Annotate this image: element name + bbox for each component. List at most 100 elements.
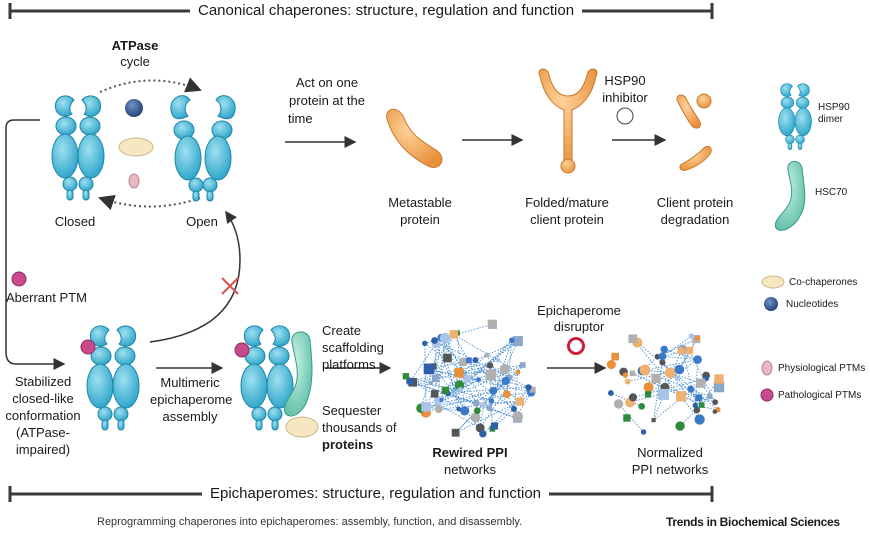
physiological-ptm-icon bbox=[128, 173, 140, 189]
closed-label: Closed bbox=[54, 214, 96, 229]
network-edge bbox=[409, 359, 499, 382]
create-line2: scaffolding bbox=[322, 340, 384, 355]
network-edge bbox=[436, 403, 481, 429]
inhibitor-line2: inhibitor bbox=[602, 90, 648, 105]
network-node bbox=[484, 352, 490, 358]
legend-cochaperones-label: Co-chaperones bbox=[789, 277, 858, 288]
network-node bbox=[525, 384, 532, 391]
normalized-line2: PPI networks bbox=[631, 462, 709, 477]
atpase-forward-arrow bbox=[99, 77, 202, 93]
network-node bbox=[515, 370, 521, 375]
pathological-ptm-epi bbox=[234, 342, 250, 358]
network-node bbox=[423, 363, 435, 375]
network-node bbox=[510, 405, 518, 412]
network-node bbox=[664, 367, 676, 379]
network-edge bbox=[679, 396, 711, 427]
act-on-one-label: Act on one protein at the time bbox=[282, 74, 372, 128]
network-node bbox=[428, 380, 433, 386]
network-node bbox=[465, 357, 472, 364]
network-edge bbox=[632, 338, 700, 420]
network-node bbox=[499, 363, 511, 375]
multimeric-label: Multimeric epichaperome assembly bbox=[150, 374, 233, 425]
act-line2: protein at the bbox=[289, 93, 365, 108]
stabilized-line1: Stabilized bbox=[14, 374, 72, 389]
network-node bbox=[486, 405, 493, 412]
network-node bbox=[714, 374, 724, 384]
network-node bbox=[434, 401, 439, 406]
network-node bbox=[496, 358, 501, 363]
network-node bbox=[434, 396, 441, 403]
network-node bbox=[693, 406, 701, 414]
hsp90-closed bbox=[51, 95, 105, 201]
network-edge bbox=[610, 392, 642, 407]
metastable-line2: protein bbox=[400, 212, 440, 227]
network-node bbox=[628, 334, 638, 344]
network-node bbox=[622, 372, 629, 378]
network-node bbox=[707, 393, 713, 400]
rewired-line1: Rewired PPI bbox=[432, 445, 508, 460]
network-node bbox=[463, 375, 472, 383]
network-node bbox=[658, 388, 670, 400]
network-edge bbox=[409, 381, 477, 404]
atpase-back-arrow bbox=[98, 194, 201, 211]
metastable-line1: Metastable bbox=[388, 195, 452, 210]
network-edge bbox=[435, 337, 442, 379]
stabilized-line2: closed-like bbox=[12, 391, 74, 406]
network-node bbox=[695, 394, 703, 402]
network-edge bbox=[468, 360, 521, 402]
multimeric-line2: epichaperome bbox=[150, 392, 233, 407]
header-canonical: Canonical chaperones: structure, regulat… bbox=[190, 2, 583, 19]
network-node bbox=[422, 340, 428, 347]
disruptor-line1: Epichaperome bbox=[537, 303, 621, 318]
rewired-label: Rewired PPI networks bbox=[420, 444, 520, 478]
legend-hsc70-icon bbox=[774, 161, 806, 231]
network-node bbox=[480, 401, 487, 408]
network-node bbox=[458, 357, 469, 367]
legend-nucleotides-label: Nucleotides bbox=[786, 299, 839, 310]
nucleotide-icon bbox=[125, 99, 143, 117]
stabilized-line3: conformation bbox=[5, 408, 81, 423]
feedback-line bbox=[5, 119, 66, 370]
hsp90-epichaperome bbox=[240, 325, 294, 431]
network-edge bbox=[453, 334, 480, 380]
legend-cochaperone-icon bbox=[761, 275, 785, 289]
network-edge bbox=[618, 403, 644, 433]
network-node bbox=[651, 373, 661, 384]
cochaperone-icon bbox=[118, 137, 154, 157]
network-node bbox=[676, 391, 687, 402]
legend-pathological-label: Pathological PTMs bbox=[778, 390, 862, 401]
network-node bbox=[660, 345, 668, 354]
network-edge bbox=[455, 377, 510, 434]
legend-pathological-ptm-icon bbox=[760, 388, 774, 402]
network-node bbox=[431, 337, 438, 344]
cochaperone-epi bbox=[285, 416, 319, 438]
network-node bbox=[713, 381, 725, 393]
network-edge bbox=[426, 406, 439, 410]
network-node bbox=[644, 391, 652, 398]
network-node bbox=[693, 355, 702, 364]
network-node bbox=[406, 377, 414, 386]
folded-label: Folded/mature client protein bbox=[512, 194, 622, 228]
multimeric-line1: Multimeric bbox=[160, 375, 220, 390]
network-node bbox=[687, 385, 695, 393]
network-node bbox=[659, 359, 666, 366]
network-edge bbox=[433, 366, 484, 435]
atpase-label: ATPase cycle bbox=[105, 38, 165, 70]
network-node bbox=[696, 378, 706, 388]
normalized-label: Normalized PPI networks bbox=[615, 444, 725, 478]
network-node bbox=[606, 359, 616, 370]
network-node bbox=[487, 319, 497, 329]
network-node bbox=[472, 399, 480, 407]
normalized-ppi-network bbox=[606, 333, 725, 435]
network-node bbox=[640, 429, 647, 435]
network-node bbox=[485, 369, 497, 381]
network-node bbox=[430, 390, 439, 398]
aberrant-ptm-icon bbox=[11, 271, 27, 287]
network-node bbox=[501, 376, 510, 386]
network-node bbox=[451, 428, 460, 437]
network-node bbox=[479, 430, 487, 438]
network-node bbox=[628, 393, 638, 402]
pathological-ptm-on-hsp90 bbox=[80, 339, 96, 355]
header-epichaperomes: Epichaperomes: structure, regulation and… bbox=[202, 485, 550, 502]
